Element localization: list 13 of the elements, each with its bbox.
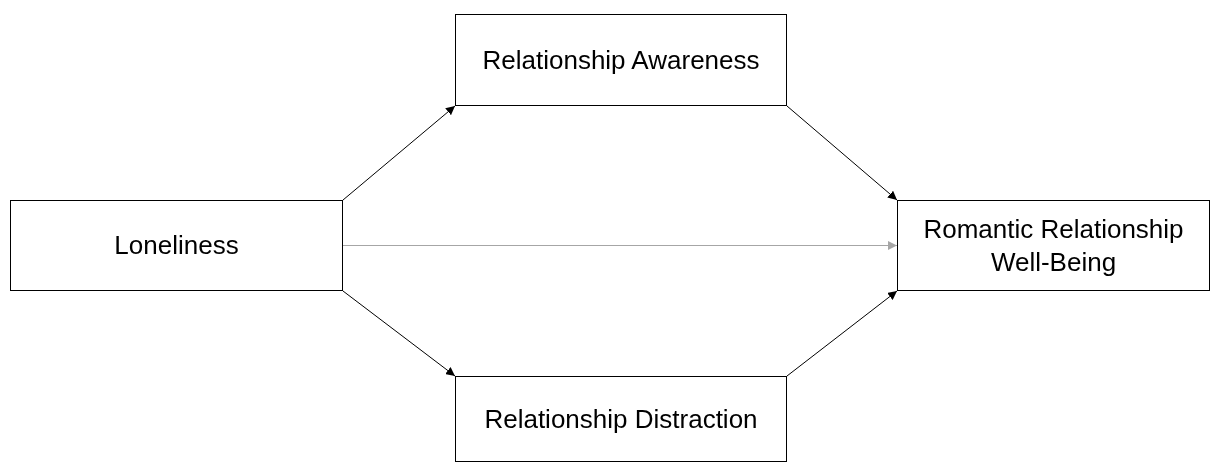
arrow — [786, 105, 898, 201]
node-label: Romantic Relationship Well-Being — [922, 213, 1185, 278]
arrow — [786, 290, 898, 377]
arrow — [342, 241, 898, 250]
node-label: Relationship Awareness — [482, 43, 760, 77]
variable-box — [455, 14, 787, 106]
arrow — [342, 105, 456, 201]
arrow — [342, 290, 456, 377]
variable-box — [897, 200, 1210, 291]
node-label: Loneliness — [114, 229, 239, 262]
variable-box — [10, 200, 343, 291]
variable-box — [455, 376, 787, 462]
node-label: Relationship Distraction — [484, 402, 758, 436]
